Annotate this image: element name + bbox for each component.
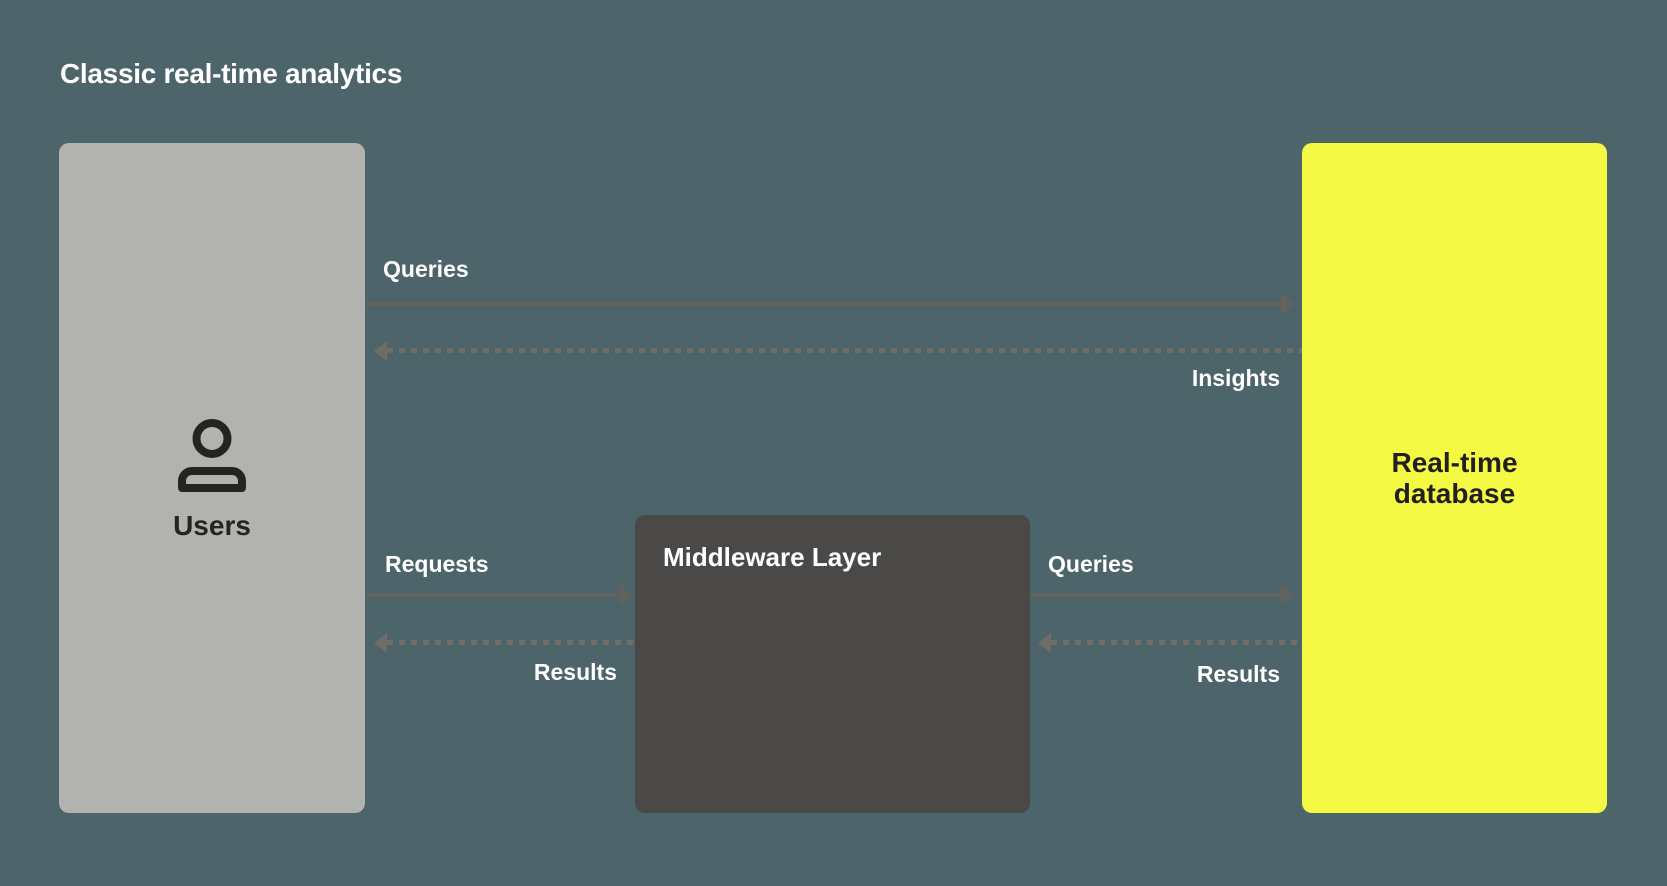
- arrow-results-middleware-to-users: [374, 632, 635, 653]
- edge-label-queries-top: Queries: [383, 256, 469, 282]
- arrow-results-database-to-middleware: [1038, 632, 1302, 653]
- diagram-title: Classic real-time analytics: [60, 58, 403, 89]
- arrow-queries-users-to-database: [365, 294, 1294, 314]
- arrowhead-left-icon: [374, 340, 387, 361]
- edge-label-results-left: Results: [533, 659, 617, 685]
- edge-label-insights: Insights: [1191, 365, 1280, 391]
- node-database-label: Real-time database: [1391, 447, 1518, 509]
- node-users: Users: [59, 143, 365, 813]
- arrow-queries-middleware-to-database: [1030, 585, 1294, 605]
- edge-label-queries-right: Queries: [1048, 551, 1134, 577]
- node-users-label: Users: [173, 509, 251, 541]
- edge-label-requests: Requests: [385, 551, 489, 577]
- arrow-requests-users-to-middleware: [365, 585, 633, 605]
- arrowhead-right-icon: [620, 585, 633, 605]
- arrowhead-right-icon: [1281, 294, 1294, 314]
- edge-label-results-right: Results: [1196, 661, 1280, 687]
- arrow-insights-database-to-users: [374, 340, 1302, 361]
- arrowhead-left-icon: [374, 632, 387, 653]
- arrowhead-left-icon: [1038, 632, 1051, 653]
- node-middleware-label: Middleware Layer: [663, 542, 882, 572]
- node-middleware: Middleware Layer: [635, 515, 1030, 813]
- node-database: Real-time database: [1302, 143, 1607, 813]
- person-icon: [178, 418, 246, 492]
- arrowhead-right-icon: [1281, 585, 1294, 605]
